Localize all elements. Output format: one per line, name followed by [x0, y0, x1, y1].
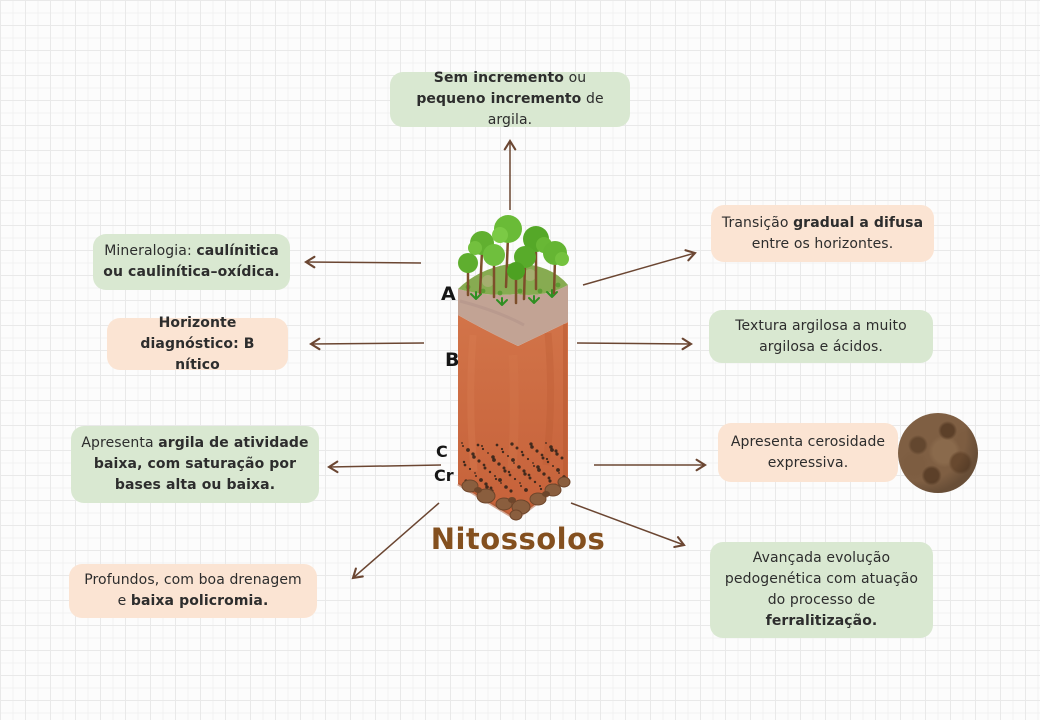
horizon-label-cr: Cr [434, 466, 454, 485]
note-textura: Textura argilosa a muito argilosa e ácid… [709, 310, 933, 363]
note-text: Avançada evolução pedogenética com atuaç… [724, 550, 919, 629]
horizon-label-b: B [445, 349, 460, 371]
note-transicao: Transição gradual a difusa entre os hori… [711, 205, 934, 262]
arrow-mid-left [309, 337, 425, 351]
arrow-bottom-left [351, 502, 440, 580]
note-text: Transição gradual a difusa entre os hori… [721, 214, 924, 252]
note-avancada-evolucao: Avançada evolução pedogenética com atuaç… [710, 542, 933, 638]
note-profundos: Profundos, com boa drenagem e baixa poli… [69, 564, 317, 618]
soil-texture-photo [898, 413, 978, 493]
diagram-title: Nitossolos [430, 522, 606, 556]
note-text: Mineralogia: caulínitica ou caulinítica–… [103, 243, 280, 280]
arrow-lower-left [327, 460, 442, 474]
note-sem-incremento: Sem incremento ou pequeno incremento de … [390, 70, 630, 128]
soil-profile-illustration [457, 215, 571, 521]
note-cerosidade: Apresenta cerosidade expressiva. [718, 423, 898, 482]
note-text: Horizonte diagnóstico: B nítico [140, 314, 255, 373]
note-text: Profundos, com boa drenagem e baixa poli… [84, 572, 302, 609]
horizon-label-a: A [441, 283, 456, 305]
note-mineralogia: Mineralogia: caulínitica ou caulinítica–… [93, 234, 290, 290]
note-text: Sem incremento ou pequeno incremento de … [416, 70, 604, 128]
note-argila-atividade: Apresenta argila de atividade baixa, com… [71, 426, 319, 503]
note-text: Textura argilosa a muito argilosa e ácid… [735, 317, 907, 355]
note-text: Apresenta argila de atividade baixa, com… [81, 435, 309, 493]
note-horizonte-diagnostico: Horizonte diagnóstico: B nítico [107, 315, 288, 373]
note-text: Apresenta cerosidade expressiva. [730, 433, 886, 471]
arrow-upper-left [304, 255, 422, 269]
horizon-label-c: C [436, 442, 448, 461]
